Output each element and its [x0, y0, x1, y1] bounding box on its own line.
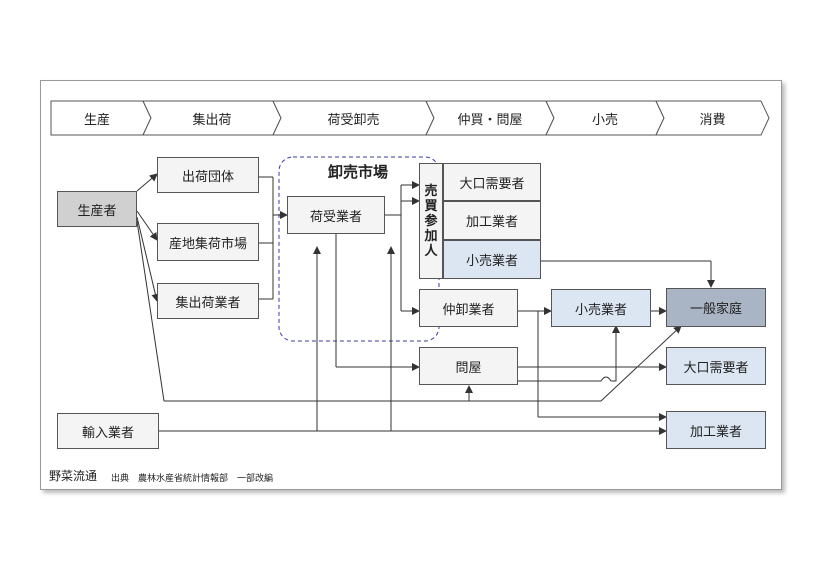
flow-diagram	[50, 100, 770, 435]
diagram-frame: 生産 集出荷 荷受卸売 仲買・問屋 小売 消費 生産者 出荷団体 産地集荷市場 …	[40, 80, 782, 490]
market-title: 卸売市場	[327, 163, 388, 181]
stage-retail: 小売	[591, 112, 618, 128]
stage-shipping: 集出荷	[192, 112, 232, 128]
stage-chevron-6	[655, 100, 770, 136]
stage-production: 生産	[83, 112, 110, 128]
node-wholesaler: 問屋	[419, 347, 518, 385]
stage-consumption: 消費	[699, 112, 726, 128]
footer-title: 野菜流通	[49, 469, 98, 483]
node-shipping-group: 出荷団体	[157, 157, 259, 193]
node-receiver: 荷受業者	[287, 196, 385, 234]
node-collector: 集出荷業者	[157, 283, 259, 319]
stage-brokerage: 仲買・問屋	[457, 112, 523, 128]
stage-wholesale: 荷受卸売	[327, 112, 380, 128]
node-household: 一般家庭	[666, 288, 766, 327]
node-participant-group: 売買参加人	[419, 163, 443, 279]
participant-label: 売買参加人	[424, 183, 438, 259]
flow-arrows	[136, 173, 715, 435]
node-bulk-buyer: 大口需要者	[443, 163, 541, 201]
node-processor-2: 加工業者	[666, 411, 766, 449]
node-importer: 輸入業者	[57, 413, 159, 449]
node-bulk-buyer-2: 大口需要者	[666, 347, 766, 385]
node-retailer: 小売業者	[551, 289, 651, 327]
stage-bar	[50, 100, 770, 136]
node-middle-wholesaler: 仲卸業者	[419, 289, 518, 327]
footer-source: 出典 農林水産省統計情報部 一部改編	[111, 474, 274, 484]
node-retailer-participant: 小売業者	[443, 240, 541, 279]
node-producer: 生産者	[57, 191, 137, 227]
node-processor: 加工業者	[443, 201, 541, 240]
node-local-market: 産地集荷市場	[157, 223, 259, 261]
